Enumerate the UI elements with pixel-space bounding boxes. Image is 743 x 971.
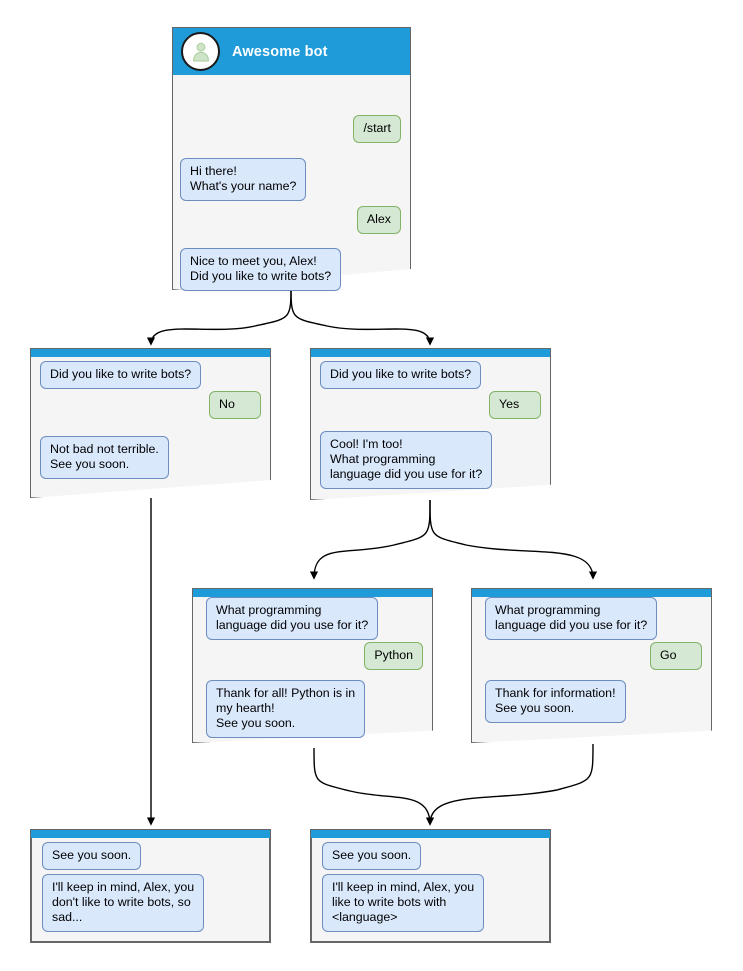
message-row: Alex	[180, 206, 401, 234]
card-titlebar: Awesome bot	[173, 28, 410, 75]
bot-name-label: Awesome bot	[232, 43, 328, 60]
message-row: Thank for information! See you soon.	[485, 680, 702, 723]
message-row: I'll keep in mind, Alex, you like to wri…	[322, 874, 541, 932]
edge-yes-to-python	[309, 499, 431, 580]
message-row: /start	[180, 115, 401, 143]
bot-message-bubble: Did you like to write bots?	[320, 361, 482, 389]
card-titlebar	[31, 830, 270, 838]
user-message-bubble: Go	[650, 642, 702, 670]
card-titlebar	[472, 589, 711, 597]
card-titlebar	[31, 349, 270, 357]
bot-message-bubble: Did you like to write bots?	[40, 361, 202, 389]
user-message-bubble: No	[209, 391, 261, 419]
bot-message-bubble: I'll keep in mind, Alex, you don't like …	[42, 874, 205, 932]
message-row: Thank for all! Python is in my hearth! S…	[206, 680, 423, 738]
message-row: Not bad not terrible. See you soon.	[40, 436, 261, 479]
message-row: Did you like to write bots?	[320, 361, 541, 389]
message-row: Yes	[320, 391, 541, 419]
card-titlebar	[311, 830, 550, 838]
chat-card-answer-no[interactable]: Did you like to write bots? No Not bad n…	[30, 348, 271, 498]
bot-message-bubble: See you soon.	[42, 842, 142, 870]
card-titlebar	[311, 349, 550, 357]
message-row: Cool! I'm too! What programming language…	[320, 431, 541, 489]
message-row: Nice to meet you, Alex! Did you like to …	[180, 248, 401, 291]
bot-message-bubble: What programming language did you use fo…	[485, 597, 658, 640]
message-row: Hi there! What's your name?	[180, 158, 401, 201]
bot-message-bubble: I'll keep in mind, Alex, you like to wri…	[322, 874, 485, 932]
user-message-bubble: Yes	[489, 391, 541, 419]
message-row: Did you like to write bots?	[40, 361, 261, 389]
message-row: See you soon.	[42, 842, 261, 870]
chat-card-end-happy[interactable]: See you soon. I'll keep in mind, Alex, y…	[310, 829, 551, 943]
user-avatar-icon	[181, 32, 220, 71]
message-row: What programming language did you use fo…	[206, 597, 423, 640]
message-row: What programming language did you use fo…	[485, 597, 702, 640]
bot-message-bubble: Thank for information! See you soon.	[485, 680, 626, 723]
chat-card-lang-go[interactable]: What programming language did you use fo…	[471, 588, 712, 743]
bot-message-bubble: Hi there! What's your name?	[180, 158, 307, 201]
edge-python-to-end-happy	[313, 747, 435, 826]
edge-start-to-yes	[290, 283, 435, 346]
user-message-bubble: /start	[353, 115, 401, 143]
edge-go-to-end-happy	[425, 743, 594, 826]
user-message-bubble: Python	[364, 642, 423, 670]
bot-message-bubble: Thank for all! Python is in my hearth! S…	[206, 680, 366, 738]
chat-card-start[interactable]: Awesome bot /start Hi there! What's your…	[172, 27, 411, 291]
chat-card-lang-python[interactable]: What programming language did you use fo…	[192, 588, 433, 743]
edge-yes-to-go	[429, 499, 598, 580]
chat-card-end-sad[interactable]: See you soon. I'll keep in mind, Alex, y…	[30, 829, 271, 943]
bot-message-bubble: Not bad not terrible. See you soon.	[40, 436, 169, 479]
bot-message-bubble: What programming language did you use fo…	[206, 597, 379, 640]
message-row: Python	[206, 642, 423, 670]
message-row: Go	[485, 642, 702, 670]
bot-message-bubble: See you soon.	[322, 842, 422, 870]
message-row: No	[40, 391, 261, 419]
bot-message-bubble: Nice to meet you, Alex! Did you like to …	[180, 248, 342, 291]
card-titlebar	[193, 589, 432, 597]
chat-card-answer-yes[interactable]: Did you like to write bots? Yes Cool! I'…	[310, 348, 551, 500]
message-row: I'll keep in mind, Alex, you don't like …	[42, 874, 261, 932]
user-message-bubble: Alex	[356, 206, 401, 234]
bot-message-bubble: Cool! I'm too! What programming language…	[320, 431, 493, 489]
edge-start-to-no	[146, 283, 292, 346]
message-row: See you soon.	[322, 842, 541, 870]
